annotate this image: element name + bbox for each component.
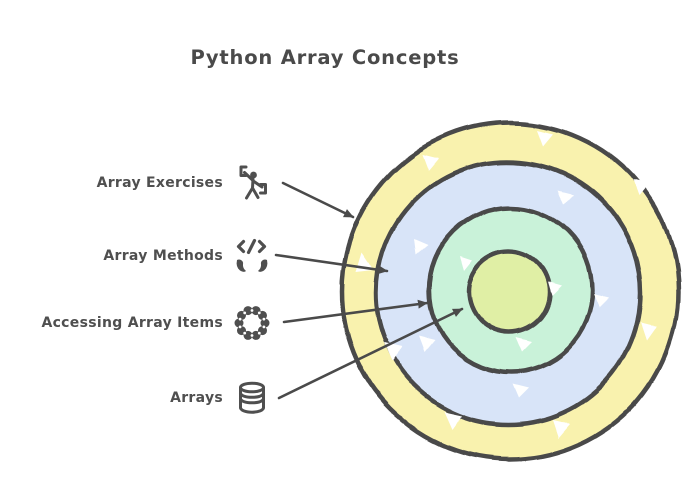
connector-arrays bbox=[277, 307, 464, 400]
rings-group bbox=[339, 120, 681, 462]
database-bottom bbox=[239, 406, 265, 414]
exercise-icon bbox=[239, 165, 267, 200]
database-icon bbox=[239, 381, 265, 414]
label-array-methods: Array Methods bbox=[103, 248, 223, 264]
gear-center-hole bbox=[244, 315, 260, 331]
label-array-exercises: Array Exercises bbox=[96, 175, 223, 191]
exercise-weight-left bbox=[239, 165, 248, 177]
code-hands-icon bbox=[236, 238, 268, 272]
diagram-title: Python Array Concepts bbox=[190, 46, 460, 69]
database-top bbox=[239, 381, 265, 394]
sketch-notches bbox=[356, 130, 656, 438]
exercise-arm-down bbox=[252, 180, 264, 189]
code-open-bracket bbox=[236, 239, 246, 254]
exercise-head bbox=[250, 171, 257, 179]
connector-accessing-array-items bbox=[282, 299, 429, 324]
right-hand bbox=[258, 259, 268, 272]
label-row-arrays: Arrays bbox=[0, 375, 272, 421]
connectors-group bbox=[274, 181, 464, 400]
left-hand bbox=[236, 259, 246, 272]
label-row-array-methods: Array Methods bbox=[0, 233, 272, 279]
gear-icon bbox=[234, 306, 270, 340]
label-arrays: Arrays bbox=[170, 390, 223, 406]
code-slash bbox=[246, 238, 257, 255]
ring-arrays bbox=[465, 248, 553, 336]
exercise-weight-right bbox=[259, 183, 267, 195]
connector-array-exercises bbox=[281, 181, 355, 219]
code-close-bracket bbox=[257, 239, 267, 254]
gear-dots bbox=[238, 309, 266, 337]
label-accessing-array-items: Accessing Array Items bbox=[41, 315, 223, 331]
exercise-legs bbox=[245, 186, 260, 200]
connector-array-methods bbox=[274, 253, 389, 275]
database-divider-1 bbox=[239, 392, 265, 399]
label-row-accessing-array-items: Accessing Array Items bbox=[0, 300, 272, 346]
database-divider-2 bbox=[239, 397, 265, 405]
label-row-array-exercises: Array Exercises bbox=[0, 160, 272, 206]
exercise-arm-up bbox=[243, 171, 255, 182]
